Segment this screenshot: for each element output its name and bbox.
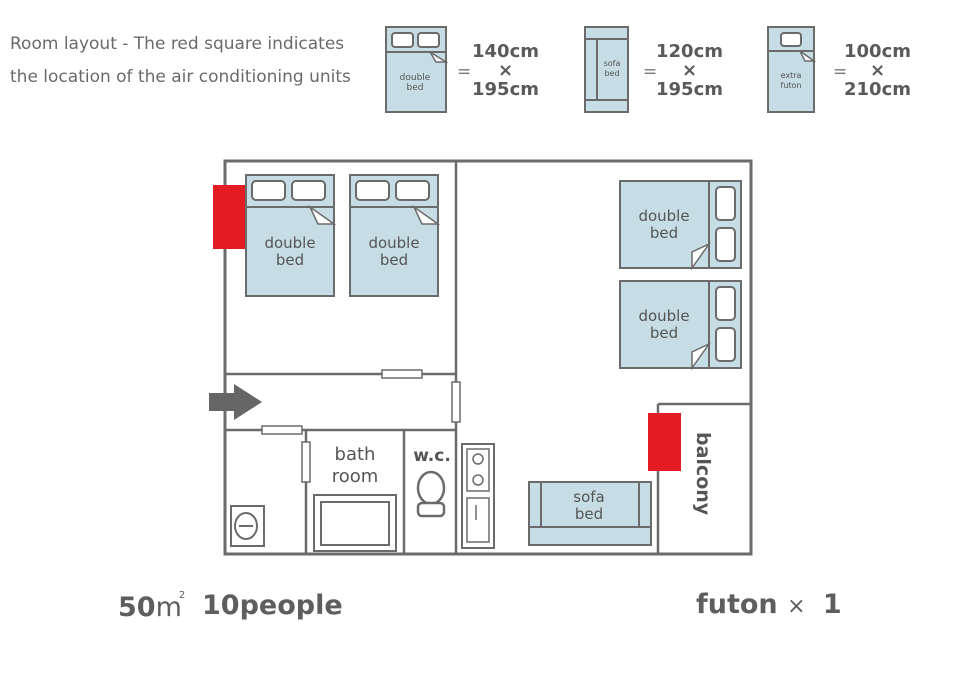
- futon-label: futon: [696, 589, 778, 620]
- legend-times-1: ×: [497, 60, 514, 81]
- toilet-icon: [416, 470, 446, 518]
- double-bed-1-line2: bed: [276, 251, 304, 269]
- legend-equals-3: =: [833, 62, 848, 82]
- legend-double-bed-icon: double bed: [385, 26, 449, 113]
- double-bed-1-line1: double: [264, 234, 315, 252]
- sofa-bed: sofa bed: [528, 481, 652, 546]
- legend-dim-2: 120cm × 195cm: [652, 42, 727, 99]
- futon-summary: futon × 1: [696, 589, 842, 620]
- caption-line-1: Room layout - The red square indicates: [10, 34, 345, 54]
- area-text: 50m2: [118, 590, 185, 623]
- sofa-bed-line2: bed: [575, 505, 603, 523]
- legend-sofa-bed-icon: sofa bed: [584, 26, 629, 113]
- legend-futon-line1: extra: [781, 71, 802, 80]
- double-bed-3-line1: double: [638, 207, 689, 225]
- area-superscript: 2: [178, 590, 186, 601]
- double-bed-2-line2: bed: [380, 251, 408, 269]
- kitchen-stove-icon: [461, 443, 495, 549]
- entrance-arrow-icon: [209, 384, 262, 420]
- double-bed-1: double bed: [245, 174, 337, 297]
- area-value: 50: [118, 592, 156, 623]
- air-conditioner-1: [213, 185, 248, 249]
- bath-label-line2: room: [332, 466, 379, 487]
- legend-dim-1: 140cm × 195cm: [468, 42, 543, 99]
- legend-length-1: 195cm: [472, 79, 539, 100]
- wc-label: w.c.: [413, 446, 451, 466]
- legend-times-2: ×: [681, 60, 698, 81]
- futon-times: ×: [787, 594, 806, 619]
- legend-length-3: 210cm: [844, 79, 911, 100]
- futon-count: 1: [822, 589, 842, 620]
- legend-times-3: ×: [869, 60, 886, 81]
- air-conditioner-2: [648, 413, 681, 471]
- double-bed-4-line2: bed: [650, 324, 678, 342]
- people-count: 10people: [202, 590, 343, 621]
- double-bed-2: double bed: [349, 174, 441, 297]
- door-marker: [301, 441, 311, 483]
- legend-sofa-line2: bed: [604, 69, 619, 78]
- door-marker: [451, 381, 461, 423]
- legend-sofa-line1: sofa: [604, 59, 621, 68]
- legend-length-2: 195cm: [656, 79, 723, 100]
- bath-label-line1: bath: [335, 444, 376, 465]
- double-bed-3-line2: bed: [650, 224, 678, 242]
- sofa-bed-line1: sofa: [573, 488, 604, 506]
- double-bed-4-line1: double: [638, 307, 689, 325]
- legend-width-1: 140cm: [472, 41, 539, 62]
- legend-futon-icon: extra futon: [767, 26, 817, 113]
- bathtub-icon: [313, 494, 397, 552]
- legend-dim-3: 100cm × 210cm: [840, 42, 915, 99]
- sink-icon: [230, 505, 265, 547]
- door-marker: [261, 425, 303, 435]
- legend-double-line1: double: [400, 73, 431, 83]
- legend-double-line2: bed: [407, 83, 424, 93]
- legend-equals-2: =: [643, 62, 658, 82]
- legend-icons: double bed sofa bed extra futon: [385, 26, 817, 113]
- double-bed-3: double bed: [619, 180, 742, 271]
- caption-line-2: the location of the air conditioning uni…: [10, 67, 351, 87]
- legend-width-3: 100cm: [844, 41, 911, 62]
- legend-width-2: 120cm: [656, 41, 723, 62]
- double-bed-2-line1: double: [368, 234, 419, 252]
- legend-futon-line2: futon: [781, 81, 802, 90]
- balcony-label: balcony: [692, 432, 714, 516]
- area-unit: m: [155, 592, 182, 623]
- door-marker: [381, 369, 423, 379]
- double-bed-4: double bed: [619, 280, 742, 371]
- legend-equals-1: =: [457, 62, 472, 82]
